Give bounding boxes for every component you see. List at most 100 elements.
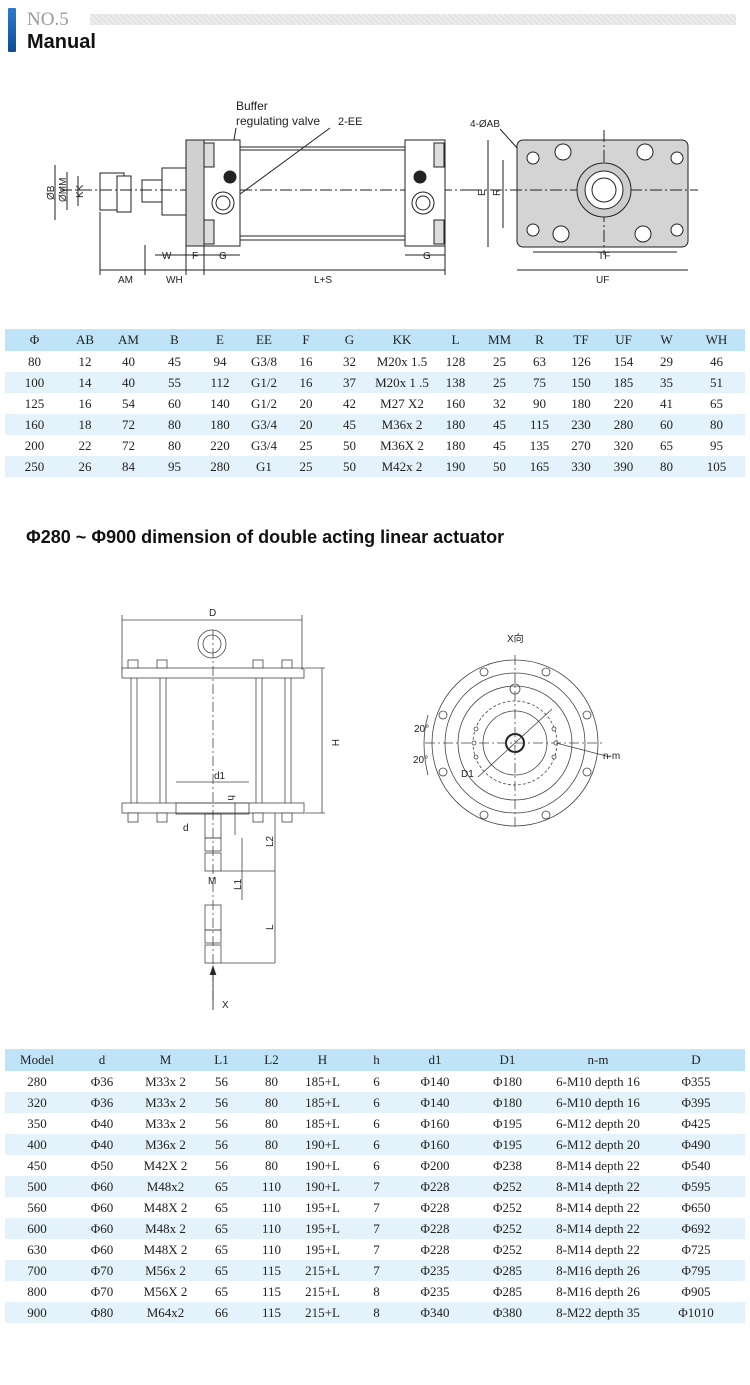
table-cell: M56x 2 [135, 1260, 196, 1281]
table-cell: 8-M14 depth 22 [549, 1176, 647, 1197]
table-cell: 250 [5, 456, 64, 477]
table-cell: 195+L [305, 1199, 340, 1215]
table-cell: 330 [560, 456, 602, 477]
table-cell: 115 [247, 1302, 296, 1323]
column-header: Model [5, 1049, 69, 1071]
table-cell: Φ40 [69, 1134, 135, 1155]
table-cell: 7 [373, 1199, 380, 1215]
table-cell: M36x 2 [373, 414, 431, 435]
table-cell: Φ340 [404, 1302, 466, 1323]
table-cell: Φ160 [420, 1115, 450, 1131]
table-cell: M27 X2 [380, 395, 424, 411]
dim-mm: ØMM [58, 178, 69, 202]
table-cell: Φ60 [69, 1176, 135, 1197]
table-cell: 22 [78, 437, 92, 453]
table-cell: 7 [373, 1241, 380, 1257]
table-cell: 135 [529, 437, 550, 453]
table-cell: 115 [519, 414, 560, 435]
dim-d-outer: D [209, 608, 216, 619]
table-cell: M48x 2 [135, 1218, 196, 1239]
view-arrow-label: X [222, 1000, 229, 1011]
table-cell: 400 [5, 1134, 69, 1155]
column-header: B [151, 329, 198, 351]
table-cell: Φ228 [404, 1218, 466, 1239]
table-cell: Φ692 [647, 1218, 745, 1239]
table-cell: 800 [27, 1283, 47, 1299]
dim-l1: L1 [233, 878, 244, 890]
table-cell: 500 [5, 1176, 69, 1197]
table-cell: 270 [571, 437, 591, 453]
table-cell: 8-M16 depth 26 [549, 1260, 647, 1281]
table-cell: 56 [215, 1073, 228, 1089]
table-cell: 90 [533, 395, 546, 411]
table-cell: Φ425 [681, 1115, 711, 1131]
table-cell: M33x 2 [145, 1115, 186, 1131]
dim-h: h [225, 795, 236, 801]
table-cell: 8-M14 depth 22 [556, 1157, 640, 1173]
column-header: L1 [196, 1049, 247, 1071]
table-cell: 160 [445, 395, 466, 411]
table-cell: 80 [688, 414, 745, 435]
table-cell: Φ285 [466, 1260, 549, 1281]
table-cell: 46 [710, 353, 723, 369]
table-cell: 54 [122, 395, 135, 411]
table-cell: 20 [299, 395, 313, 411]
table-cell: 110 [247, 1176, 296, 1197]
column-header: AM [106, 329, 151, 351]
table-cell: 60 [645, 414, 688, 435]
table-cell: 60 [168, 395, 181, 411]
table-cell: Φ70 [69, 1260, 135, 1281]
table-cell: 7 [349, 1218, 404, 1239]
table-cell: 180 [198, 414, 242, 435]
table-cell: 140 [210, 395, 230, 411]
table-cell: 65 [215, 1241, 228, 1257]
table-cell: 25 [480, 372, 519, 393]
table-cell: 185+L [296, 1092, 349, 1113]
table-cell: 80 [265, 1073, 278, 1089]
table-cell: 600 [5, 1218, 69, 1239]
table-cell: 6 [373, 1115, 380, 1131]
table-cell: Φ60 [69, 1218, 135, 1239]
table-cell: 56 [215, 1157, 228, 1173]
dim-d1: d1 [214, 771, 226, 782]
table-cell: 63 [533, 353, 546, 369]
table-cell: Φ252 [466, 1176, 549, 1197]
dim-l-plus-s: L+S [314, 275, 332, 286]
table-cell: 700 [5, 1260, 69, 1281]
table-cell: 65 [710, 395, 723, 411]
table-cell: 45 [168, 353, 181, 369]
table-cell: 14 [64, 372, 106, 393]
cylinder-drawing: Buffer regulating valve 2-EE AM W F G G … [46, 99, 698, 286]
table-cell: 900 [5, 1302, 69, 1323]
table-cell: 65 [215, 1283, 228, 1299]
valve-label: regulating valve [236, 114, 320, 128]
table-cell: Φ180 [466, 1092, 549, 1113]
dim-e: E [477, 189, 488, 196]
dim-h-total: H [329, 739, 340, 746]
table-cell: 20 [286, 414, 326, 435]
column-header: R [519, 329, 560, 351]
angle-label-upper: 20° [414, 724, 429, 735]
table-cell: 190+L [296, 1176, 349, 1197]
column-header: EE [242, 329, 286, 351]
column-header: MM [480, 329, 519, 351]
table-cell: 105 [688, 456, 745, 477]
table-cell: M33x 2 [135, 1092, 196, 1113]
table-cell: 180 [431, 414, 480, 435]
table-cell: Φ490 [647, 1134, 745, 1155]
table-cell: 84 [106, 456, 151, 477]
table-cell: 6 [373, 1157, 380, 1173]
table-cell: 450 [27, 1157, 47, 1173]
table-cell: 8-M14 depth 22 [549, 1218, 647, 1239]
table-cell: 75 [519, 372, 560, 393]
view-label: X向 [507, 632, 524, 645]
table-cell: M20x 1 .5 [373, 372, 431, 393]
column-header: E [198, 329, 242, 351]
